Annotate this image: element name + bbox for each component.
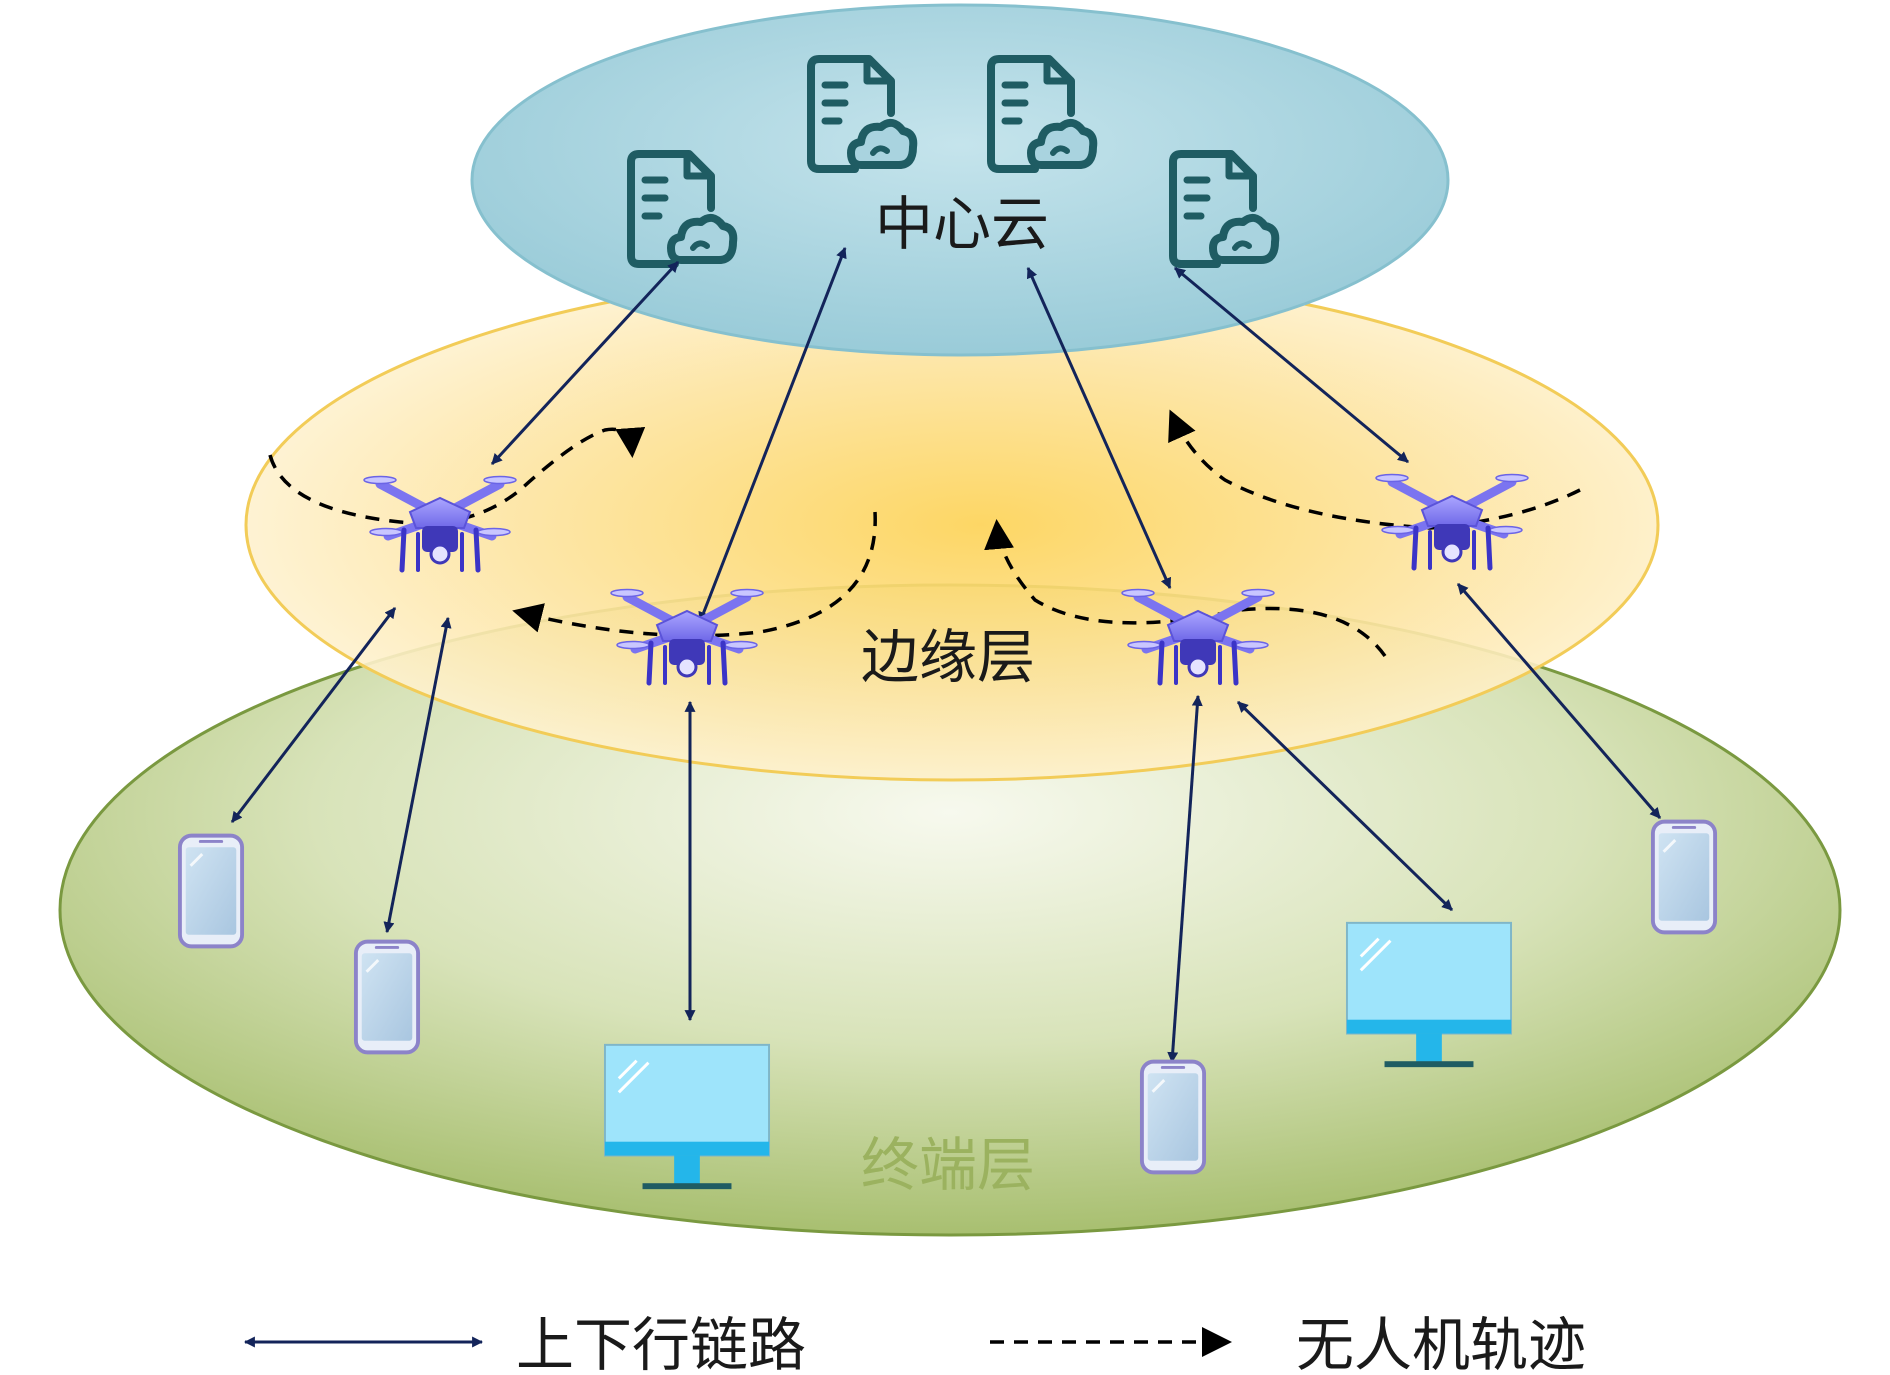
edge-layer-label: 边缘层 (861, 623, 1035, 691)
legend: 上下行链路 无人机轨迹 (243, 1311, 1586, 1375)
smartphone-icon (1139, 1059, 1207, 1175)
legend-link-label: 上下行链路 (516, 1311, 806, 1375)
cloud-layer-label: 中心云 (875, 190, 1049, 258)
cloud-layer-ellipse (470, 3, 1450, 357)
terminal-layer-label: 终端层 (861, 1131, 1035, 1199)
smartphone-icon (1650, 819, 1718, 935)
link-arrow (1026, 266, 1172, 590)
legend-trajectory-label: 无人机轨迹 (1296, 1311, 1586, 1375)
smartphone-icon (177, 833, 245, 949)
link-arrow (698, 246, 847, 624)
link-arrow (230, 607, 397, 823)
link-arrow (1167, 694, 1203, 1064)
link-arrow (1236, 700, 1454, 912)
smartphone-icon (353, 939, 421, 1055)
link-arrow (383, 616, 452, 934)
link-arrows (230, 246, 1662, 1064)
link-arrow (490, 260, 680, 466)
drone-trajectory (1168, 409, 1581, 530)
drone-trajectory (512, 511, 877, 638)
link-arrow (1174, 266, 1409, 464)
link-arrow (1456, 583, 1662, 819)
